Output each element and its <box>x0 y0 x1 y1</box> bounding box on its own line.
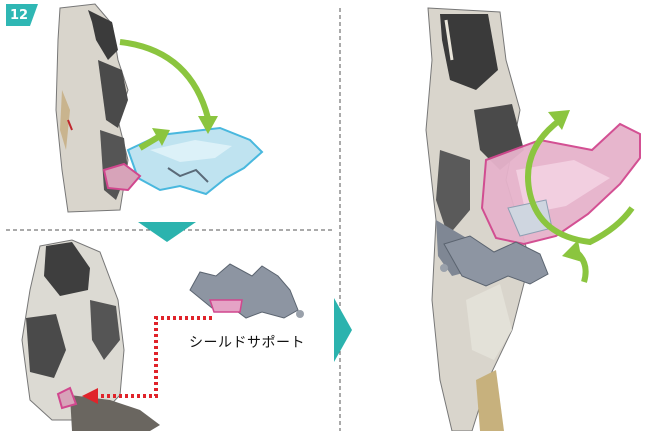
lift-arrow-icon <box>562 240 589 283</box>
push-arrow-icon <box>138 128 170 151</box>
shield-part-blue <box>126 126 264 196</box>
torso-bottom-left <box>21 239 160 431</box>
chevron-arrow-icon <box>138 222 196 242</box>
curved-arrow-icon <box>119 39 218 134</box>
shield-support-part <box>189 263 304 319</box>
clip-part-pink <box>102 162 142 192</box>
part-name-label: シールドサポート <box>189 335 305 351</box>
rotate-arrow-icon <box>525 110 635 246</box>
next-step-arrow-icon <box>334 298 352 362</box>
dotted-connector-icon <box>82 316 212 404</box>
shield-support-right <box>440 235 549 287</box>
step-badge <box>6 4 38 26</box>
step-number: 12 <box>10 8 29 23</box>
